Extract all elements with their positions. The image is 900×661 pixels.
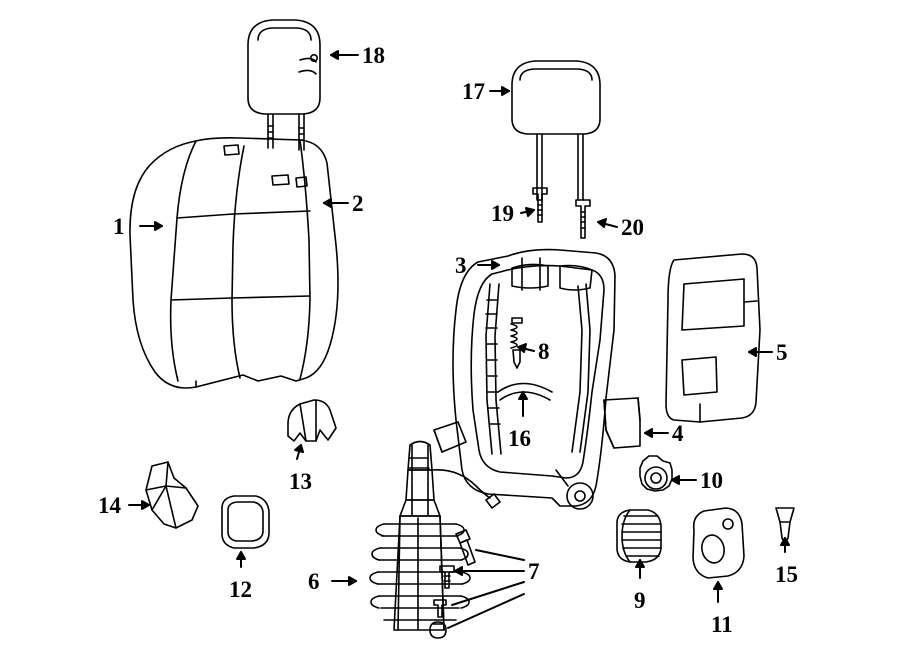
callout-label-11: 11	[711, 612, 733, 637]
part-14-bracket	[145, 461, 199, 529]
part-10-adjuster-gear	[639, 455, 673, 492]
part-11-recliner-cover	[692, 507, 745, 579]
callout-label-7: 7	[528, 559, 540, 584]
part-12-trim-cap	[221, 495, 270, 549]
callout-label-17: 17	[462, 79, 485, 104]
part-8-spring-damper	[510, 317, 523, 369]
part-4-side-bar	[603, 397, 641, 449]
part-7-fasteners	[429, 529, 476, 639]
callout-label-10: 10	[700, 468, 723, 493]
callout-label-16: 16	[508, 426, 531, 451]
callout-label-3: 3	[455, 253, 467, 278]
callout-label-13: 13	[289, 469, 312, 494]
part-13-lever	[287, 399, 337, 442]
part-6-lumbar-assembly	[369, 440, 501, 631]
callout-label-15: 15	[775, 562, 798, 587]
callout-label-20: 20	[621, 215, 644, 240]
part-17-headrest	[511, 60, 601, 201]
callout-label-4: 4	[672, 421, 684, 446]
part-9-recliner-knob	[616, 509, 662, 563]
callout-label-5: 5	[776, 340, 788, 365]
part-18-headrest	[247, 19, 321, 151]
callout-label-2: 2	[352, 191, 364, 216]
callout-label-6: 6	[308, 569, 320, 594]
part-1-2-seat-back-cushion	[129, 137, 339, 389]
part-5-side-trim-panel	[665, 253, 761, 423]
callout-leader-lines	[128, 50, 790, 629]
callout-label-19: 19	[491, 201, 514, 226]
callout-label-9: 9	[634, 588, 646, 613]
part-3-16-seat-back-frame	[433, 248, 616, 510]
callout-label-12: 12	[229, 577, 252, 602]
callout-label-8: 8	[538, 339, 550, 364]
callout-label-14: 14	[98, 493, 121, 518]
callout-label-18: 18	[362, 43, 385, 68]
callout-label-1: 1	[113, 214, 125, 239]
part-20-bolt	[575, 199, 591, 239]
part-19-bolt	[532, 187, 548, 223]
